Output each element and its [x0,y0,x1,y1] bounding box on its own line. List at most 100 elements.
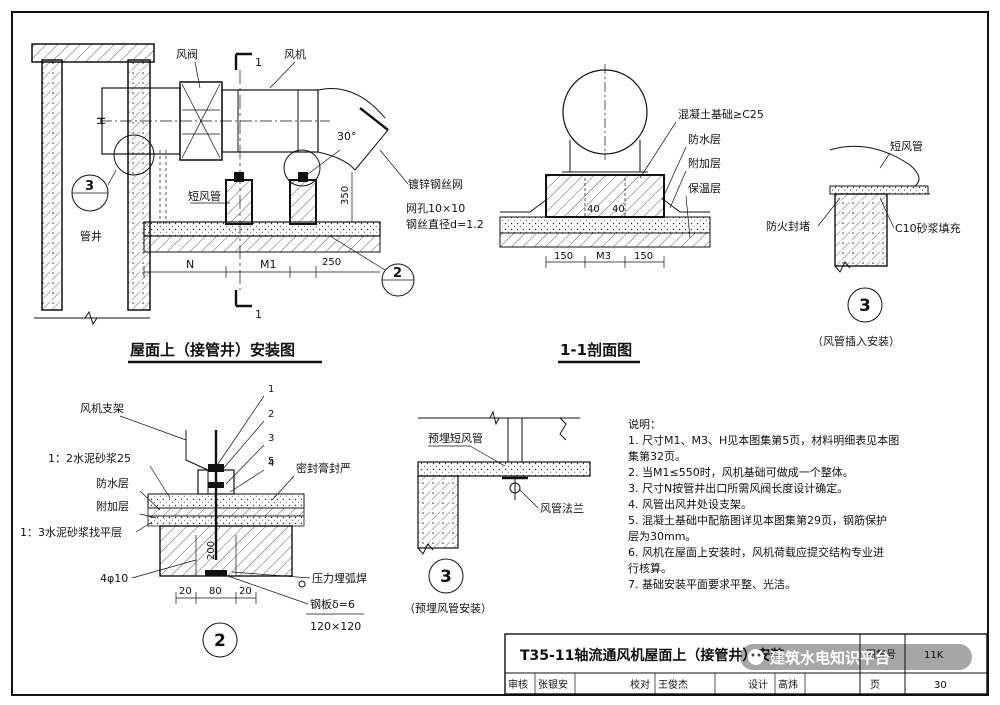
detail3b-number: 3 [440,567,452,587]
section-concrete-label: 混凝土基础≥C25 [678,107,764,121]
section-1-1-view: 混凝土基础≥C25 防水层 附加层 保温层 40 40 150 M3 150 1… [499,64,764,364]
detail2-additional-label: 附加层 [96,499,129,513]
watermark: 建筑水电知识平台 [740,644,972,670]
dim-250-label: 250 [322,257,341,268]
detail2-dim-20b: 20 [239,586,252,597]
section-waterproof-label: 防水层 [688,132,721,146]
detail2-n4: 4 [268,458,274,469]
notes-line: 集第32页。 [628,449,686,463]
detail2-sealant-label: 密封膏封严 [296,461,351,475]
designer-name: 高炜 [778,678,798,691]
notes-line: 2. 当M1≤550时，风机基础可做成一个整体。 [628,465,854,479]
notes-line: 7. 基础安装平面要求平整、光洁。 [628,577,796,591]
detail2-n2: 2 [268,409,274,420]
page-number: 30 [934,680,947,691]
section-view-title: 1-1剖面图 [560,341,632,359]
detail3b-caption: （预埋风管安装） [404,601,492,615]
detail3a-short-duct-label: 短风管 [890,139,923,153]
damper-label: 风阀 [176,47,198,61]
section-additional-label: 附加层 [688,156,721,170]
h-mark: H [95,117,108,125]
fan-base-right [289,179,317,225]
detail-3-duct-insert: 短风管 防火封堵 C10砂浆填充 3 （风管插入安装） [766,139,961,348]
detail3b-embedded-duct-label: 预埋短风管 [428,431,483,445]
detail2-n3: 3 [268,433,274,444]
review-label: 审核 [508,678,528,691]
notes-block: 说明： 1. 尺寸M1、M3、H见本图集第5页，材料明细表见本图 集第32页。 … [628,417,899,591]
checker-name: 王俊杰 [658,678,688,691]
detail3b-flange-label: 风管法兰 [540,501,584,515]
fan-base-left [225,179,253,225]
watermark-text: 建筑水电知识平台 [770,649,890,667]
detail3b-slab [417,461,591,477]
drawing-title: T35-11轴流通风机屋面上（接管井）安装 [520,647,785,664]
notes-line: 行核算。 [628,561,672,575]
detail-2-bolt-detail: 1 2 3 4 5 风机支架 1：2水泥砂浆25 防水层 附加层 1：3水泥砂浆… [20,384,367,658]
dim-m1-label: M1 [260,258,277,271]
detail2-dim-80: 80 [209,586,222,597]
detail-3-embedded-duct: 预埋短风管 风管法兰 3 （预埋风管安装） [404,410,591,615]
mesh-wire-label: 钢丝直径d=1.2 [406,217,484,231]
angle-label: 30° [337,130,357,143]
section-base [545,174,665,218]
notes-heading: 说明： [628,417,661,431]
pipe-well-cap [31,43,155,63]
design-label: 设计 [748,678,768,691]
detail2-plate-label: 钢板δ=6 [310,597,355,611]
detail2-mortar25-label: 1：2水泥砂浆25 [48,451,131,465]
notes-line: 1. 尺寸M1、M3、H见本图集第5页，材料明细表见本图 [628,433,899,447]
mesh-name-label: 镀锌钢丝网 [408,177,463,191]
section-mark-bottom: 1 [255,308,262,321]
detail3a-number: 3 [859,296,871,316]
detail2-n5: 5 [268,456,274,467]
sheet-border [11,11,989,696]
pipe-well-label: 管井 [80,229,102,243]
detail2-number: 2 [214,631,226,651]
detail2-rebar-label: 4φ10 [100,572,128,585]
section-dim-40b: 40 [612,204,625,215]
section-dim-40a: 40 [587,204,600,215]
atlas-label: 图集号 [866,648,896,661]
detail3b-wall [417,475,459,549]
detail2-leveling-label: 1：3水泥砂浆找平层 [20,525,122,539]
section-dim-150a: 150 [554,251,573,262]
detail2-concrete-base [159,525,293,577]
section-dim-m3: M3 [596,251,611,262]
detail2-waterproof-label: 防水层 [96,476,129,490]
detail3a-fire-wall-label: 防火封堵 [766,219,810,233]
notes-line: 6. 风机在屋面上安装时，风机荷载应提交结构专业进 [628,545,884,559]
callout-2-number: 2 [393,266,402,281]
main-installation-view: 风阀 风机 1 1 H 短风管 管井 30° 350 镀锌钢丝网 网孔10×10… [31,43,484,364]
roof-insulation [143,235,381,253]
detail2-dim-20a: 20 [179,586,192,597]
fan-label: 风机 [284,47,306,61]
detail2-plate-size-label: 120×120 [310,620,361,633]
dim-n-label: N [186,258,194,271]
notes-line: 4. 风管出风井处设支架。 [628,497,752,511]
detail2-dim-200: 200 [206,541,217,560]
section-dim-150b: 150 [634,251,653,262]
outlet-elbow [317,88,386,171]
reviewer-name: 张银安 [538,678,568,691]
section-mark-top: 1 [255,56,262,69]
detail2-mortar-layer [147,493,305,509]
notes-line: 5. 混凝土基础中配筋图详见本图集第29页，钢筋保护 [628,513,887,527]
atlas-number: 11K [924,650,944,661]
dim-350-label: 350 [340,186,351,205]
detail2-n1: 1 [268,384,274,395]
callout-3-number: 3 [85,179,94,194]
title-block: T35-11轴流通风机屋面上（接管井）安装 图集号 11K 审核 张银安 校对 … [504,633,988,695]
detail2-fan-bracket-label: 风机支架 [80,401,124,415]
detail3a-mortar-label: C10砂浆填充 [895,221,961,235]
mesh-hole-label: 网孔10×10 [406,202,465,215]
short-duct-label: 短风管 [188,189,221,203]
roof-slab [143,221,381,237]
section-insulation-label: 保温层 [688,181,721,195]
wechat-icon [748,649,764,665]
check-label: 校对 [630,678,650,691]
notes-line: 3. 尺寸N按管井出口所需风阀长度设计确定。 [628,481,848,495]
detail2-weld-label: 压力埋弧焊 [312,571,367,585]
detail3a-caption: （风管插入安装） [812,334,900,348]
detail3a-wall [834,193,888,267]
